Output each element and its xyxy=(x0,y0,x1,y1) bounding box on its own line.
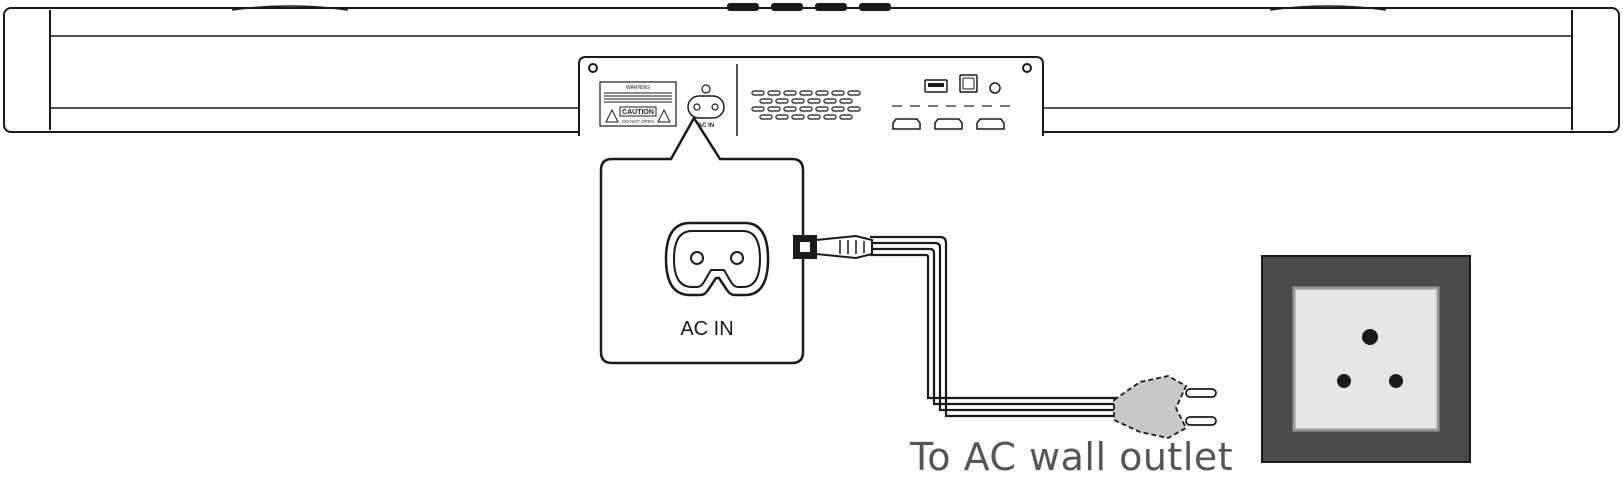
callout-box xyxy=(599,115,805,365)
soundbar-left-foot xyxy=(231,5,349,11)
socket-pin-hole xyxy=(690,251,704,265)
screw-icon xyxy=(1022,63,1032,73)
optical-port-inner xyxy=(962,77,975,90)
socket-hole xyxy=(711,103,719,111)
wall-outlet-caption: To AC wall outlet xyxy=(910,435,1234,479)
ac-socket-small-outline xyxy=(687,95,725,119)
outlet-face xyxy=(1292,286,1440,432)
ac-socket-inner xyxy=(672,230,762,288)
back-panel-outline xyxy=(578,56,1044,136)
top-button xyxy=(815,3,847,11)
usb-port xyxy=(924,79,948,93)
warning-label: WARNING CAUTION DO NOT OPEN xyxy=(599,81,677,127)
ac-in-callout: AC IN xyxy=(599,115,805,365)
ground-screw-icon xyxy=(701,84,711,94)
ac-in-label: AC IN xyxy=(680,318,733,340)
usb-port-tongue xyxy=(928,83,944,87)
hdmi-port xyxy=(976,118,1005,130)
plug-body xyxy=(1113,375,1188,439)
cord-wire xyxy=(870,247,1120,406)
ac-in-socket-small: AC IN xyxy=(687,84,725,129)
top-button xyxy=(771,3,803,11)
wall-outlet xyxy=(1261,255,1471,463)
optical-port xyxy=(959,74,978,93)
c7-connector xyxy=(793,234,873,260)
soundbar-right-foot xyxy=(1269,5,1387,11)
vent-grille xyxy=(751,90,861,120)
ac-in-small-label: AC IN xyxy=(698,123,714,129)
caution-box xyxy=(619,106,657,117)
ac-socket-outer xyxy=(664,221,770,297)
socket-hole xyxy=(693,103,701,111)
outlet-live-hole xyxy=(1337,374,1351,388)
aux-port xyxy=(989,82,1001,94)
screw-icon xyxy=(588,63,598,73)
plug-prong xyxy=(1185,416,1217,426)
power-cord xyxy=(870,235,1120,418)
caution-warning-icon xyxy=(657,108,671,123)
caution-text: CAUTION xyxy=(622,109,654,116)
outlet-earth-hole xyxy=(1362,329,1378,345)
ports xyxy=(892,74,1010,130)
warning-label-frame xyxy=(599,81,677,127)
warning-heading: WARNING xyxy=(626,85,650,91)
top-button xyxy=(727,3,759,11)
plug-prong xyxy=(1185,388,1217,398)
cord-wire xyxy=(870,241,1120,412)
top-buttons xyxy=(727,3,891,11)
top-button xyxy=(859,3,891,11)
connector-face xyxy=(798,240,812,254)
back-panel: WARNING CAUTION DO NOT OPEN AC IN xyxy=(578,56,1044,136)
connector-body xyxy=(815,234,873,260)
shock-warning-icon xyxy=(605,108,619,123)
cord-wire xyxy=(870,235,1120,418)
socket-pin-hole xyxy=(730,251,744,265)
caution-subtext: DO NOT OPEN xyxy=(622,119,653,124)
hdmi-port xyxy=(892,118,921,130)
cord-wire xyxy=(870,253,1120,400)
wall-plug xyxy=(1113,375,1217,439)
outlet-neutral-hole xyxy=(1389,374,1403,388)
hdmi-port xyxy=(934,118,963,130)
